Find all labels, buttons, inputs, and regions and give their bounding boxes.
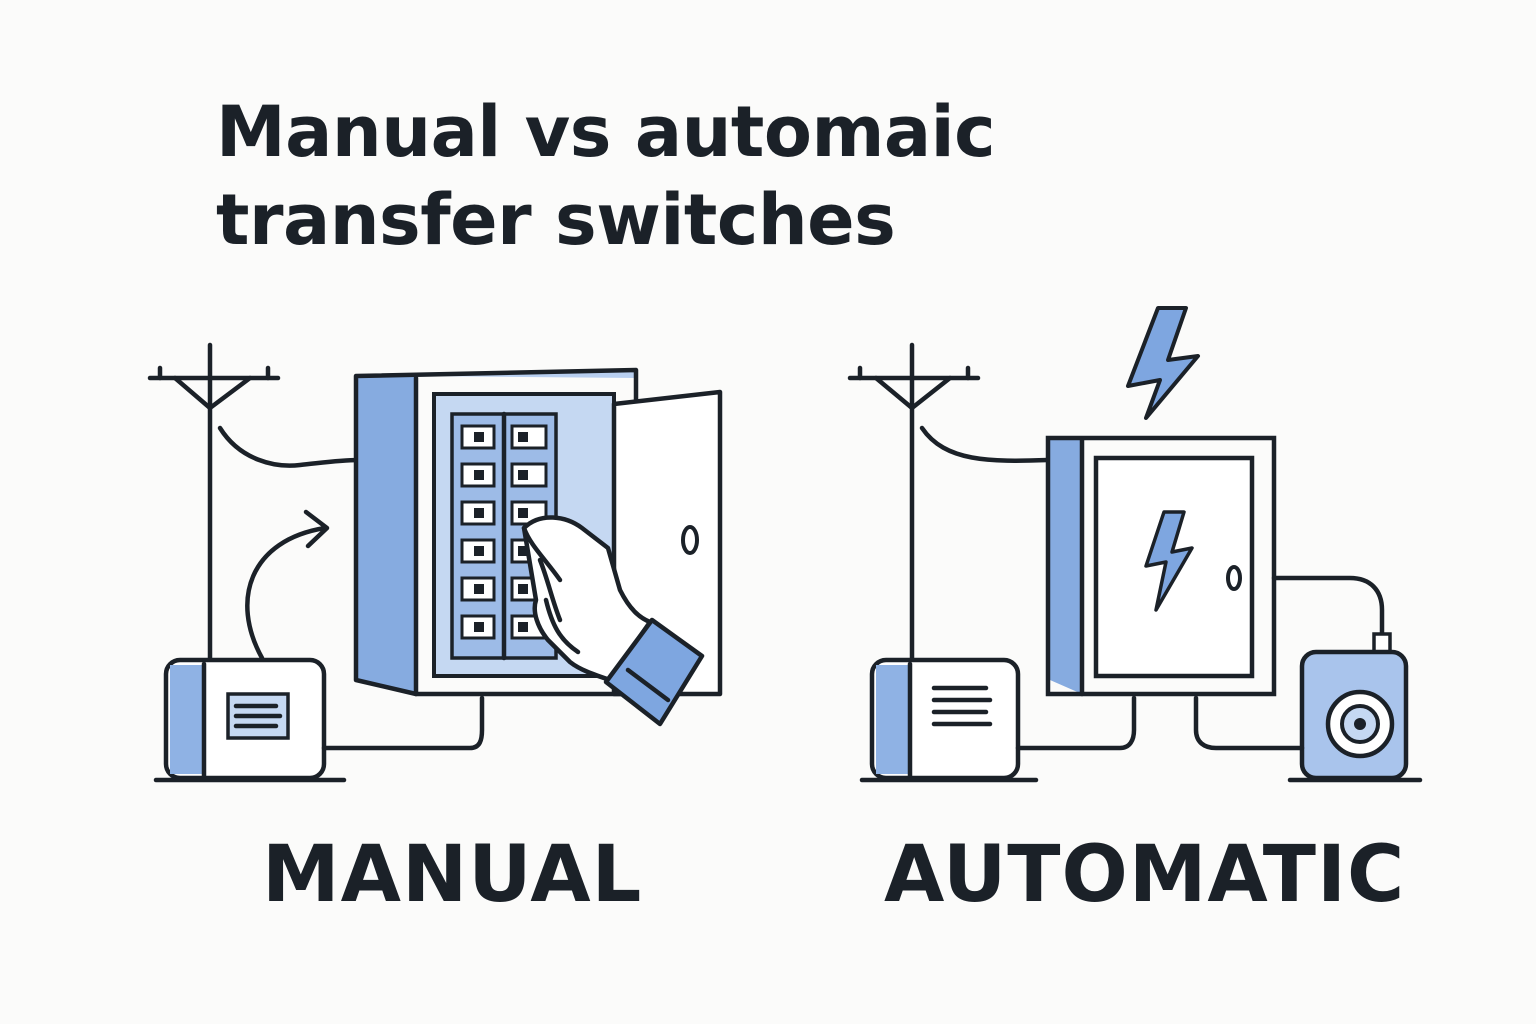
automatic-illustration — [847, 306, 1423, 783]
hand-icon — [521, 515, 705, 727]
title-line-1: Manual vs automaic — [216, 91, 996, 173]
curved-arrow-icon — [245, 509, 330, 661]
automatic-label: AUTOMATIC — [884, 830, 1406, 920]
generator-icon — [859, 657, 1137, 783]
automatic-transfer-switch-icon — [1045, 435, 1277, 697]
generator-icon — [153, 657, 485, 783]
controller-unit-icon — [1193, 575, 1423, 783]
manual-illustration — [147, 342, 723, 783]
manual-label: MANUAL — [262, 830, 643, 920]
utility-pole-icon — [847, 342, 1051, 663]
lightning-bolt-icon — [1126, 306, 1200, 420]
title-line-2: transfer switches — [216, 179, 896, 261]
utility-pole-icon — [147, 342, 361, 663]
page-title: Manual vs automaic transfer switches — [216, 88, 996, 264]
